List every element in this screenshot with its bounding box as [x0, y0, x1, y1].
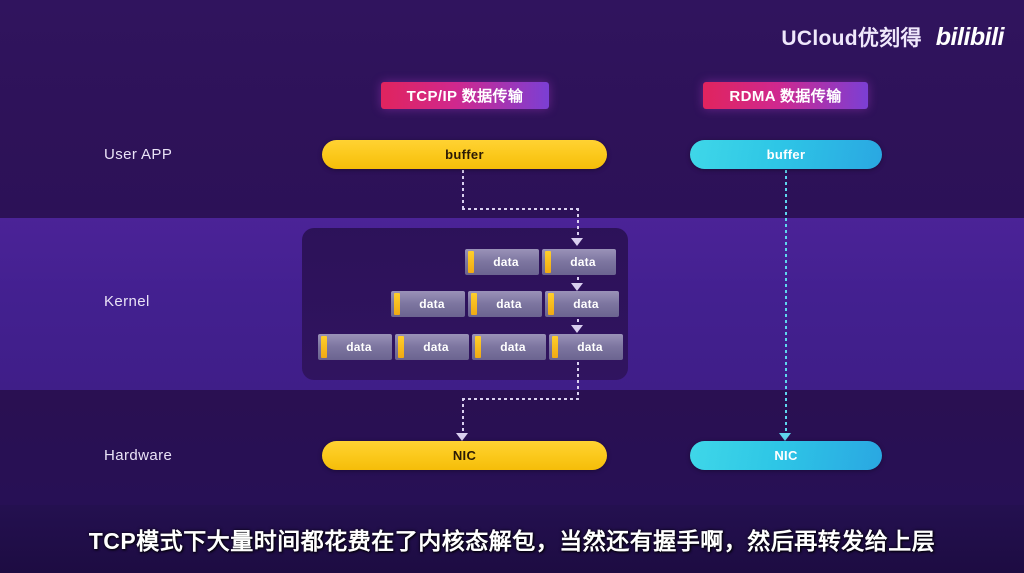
data-block-header-bar-icon	[552, 336, 558, 358]
pill-nic-rdma[interactable]: NIC	[690, 441, 882, 470]
subtitle-text: TCP模式下大量时间都花费在了内核态解包，当然还有握手啊，然后再转发给上层	[88, 528, 936, 554]
data-block-label: data	[500, 340, 526, 354]
badge-tcp-ip: TCP/IP 数据传输	[381, 82, 549, 109]
data-block-header-bar-icon	[468, 251, 474, 273]
kernel-data-block: data	[468, 291, 542, 317]
kernel-data-row: data data data	[391, 291, 619, 317]
data-block-label: data	[496, 297, 522, 311]
subtitle-bar: TCP模式下大量时间都花费在了内核态解包，当然还有握手啊，然后再转发给上层	[0, 505, 1024, 573]
connector-tcp-kernel-out	[577, 362, 579, 400]
data-block-header-bar-icon	[398, 336, 404, 358]
sponsor-logo-ucloud: UCloud优刻得	[781, 27, 922, 50]
kernel-data-block: data	[465, 249, 539, 275]
kernel-data-block: data	[391, 291, 465, 317]
data-block-header-bar-icon	[475, 336, 481, 358]
connector-tcp-kernel-row1-row2	[577, 277, 579, 285]
kernel-data-row: data data	[465, 249, 616, 275]
kernel-data-block: data	[472, 334, 546, 360]
arrow-rdma-into-nic-icon	[779, 433, 791, 441]
arrow-tcp-into-nic-icon	[456, 433, 468, 441]
data-block-header-bar-icon	[545, 251, 551, 273]
connector-rdma-buffer-to-nic	[785, 170, 787, 438]
connector-tcp-nic-across	[462, 398, 579, 400]
data-block-label: data	[419, 297, 445, 311]
kernel-data-block: data	[549, 334, 623, 360]
pill-buffer-rdma[interactable]: buffer	[690, 140, 882, 169]
badge-rdma: RDMA 数据传输	[703, 82, 868, 109]
data-block-label: data	[570, 255, 596, 269]
arrow-tcp-into-kernel-icon	[571, 238, 583, 246]
data-block-label: data	[577, 340, 603, 354]
connector-tcp-kernel-row2-row3	[577, 319, 579, 327]
connector-tcp-into-kernel	[577, 208, 579, 240]
data-block-label: data	[493, 255, 519, 269]
brand-row: UCloud优刻得 bilibili	[781, 22, 1004, 52]
connector-tcp-into-nic	[462, 398, 464, 436]
arrow-tcp-kernel-row3-icon	[571, 325, 583, 333]
pill-buffer-tcp[interactable]: buffer	[322, 140, 607, 169]
platform-logo-bilibili: bilibili	[935, 22, 1005, 51]
kernel-data-block: data	[545, 291, 619, 317]
arrow-tcp-kernel-row2-icon	[571, 283, 583, 291]
connector-tcp-buffer-across	[462, 208, 579, 210]
connector-tcp-buffer-down	[462, 170, 464, 210]
row-label-hardware: Hardware	[104, 447, 173, 464]
kernel-data-block: data	[395, 334, 469, 360]
data-block-header-bar-icon	[394, 293, 400, 315]
pill-nic-tcp[interactable]: NIC	[322, 441, 607, 470]
kernel-data-row: data data data data	[318, 334, 623, 360]
data-block-label: data	[346, 340, 372, 354]
data-block-label: data	[573, 297, 599, 311]
kernel-data-block: data	[542, 249, 616, 275]
kernel-data-block: data	[318, 334, 392, 360]
data-block-header-bar-icon	[321, 336, 327, 358]
data-block-header-bar-icon	[548, 293, 554, 315]
row-label-kernel: Kernel	[104, 293, 150, 310]
background-band-user-app	[0, 0, 1024, 218]
data-block-header-bar-icon	[471, 293, 477, 315]
row-label-user-app: User APP	[104, 146, 173, 163]
data-block-label: data	[423, 340, 449, 354]
